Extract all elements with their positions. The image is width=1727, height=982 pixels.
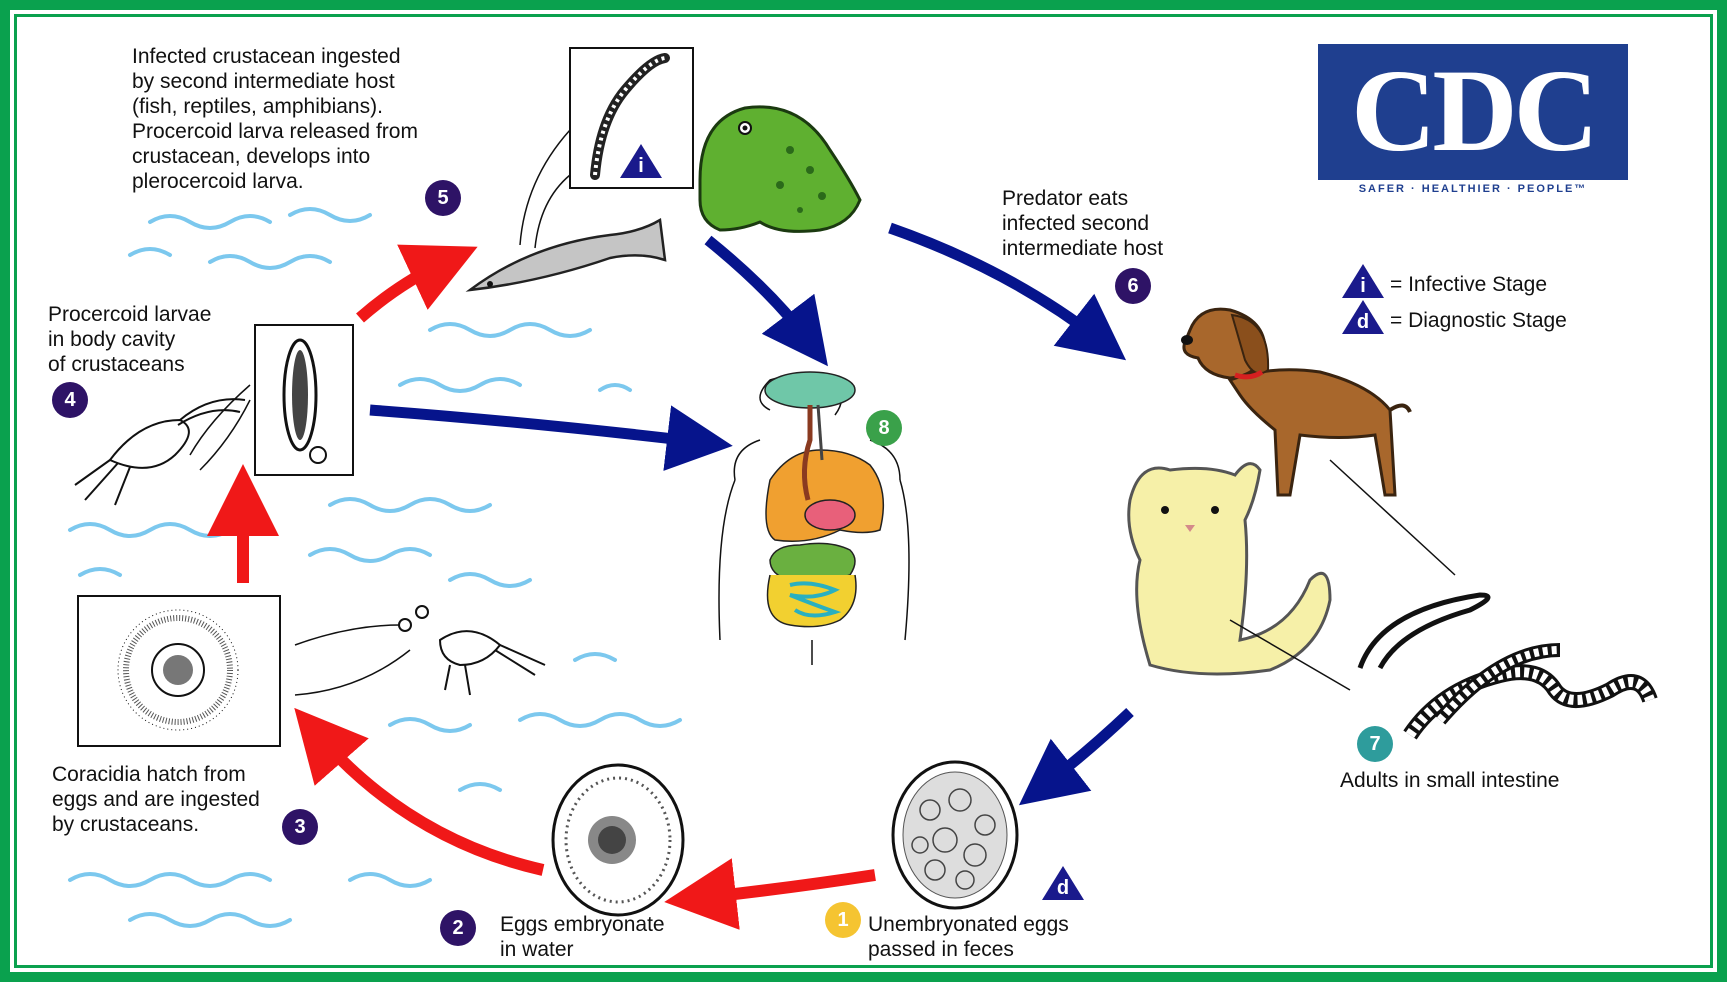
legend-infective-icon: i [1340, 262, 1386, 300]
copepod-with-coracidia [399, 606, 545, 695]
arrow-4-to-5 [360, 262, 445, 318]
step7-description: Adults in small intestine [1340, 768, 1559, 793]
arrow-7-to-1 [1045, 712, 1130, 785]
step-badge-1: 1 [825, 902, 861, 938]
procercoid-larva-box [190, 325, 353, 475]
arrow-2-to-3 [318, 735, 543, 870]
legend-infective-text: = Infective Stage [1390, 272, 1547, 297]
step-badge-7: 7 [1357, 726, 1393, 762]
infective-stage-marker: i [618, 142, 664, 180]
legend-diagnostic-icon: d [1340, 298, 1386, 336]
cat [1129, 464, 1350, 690]
coracidium-box [78, 596, 410, 746]
step6-description: Predator eats infected second intermedia… [1002, 186, 1163, 261]
cdc-logo: CDC SAFER · HEALTHIER · PEOPLE™ [1318, 44, 1628, 198]
diagnostic-stage-marker: d [1040, 864, 1086, 902]
step-badge-6: 6 [1115, 268, 1151, 304]
step4-description: Procercoid larvae in body cavity of crus… [48, 302, 211, 377]
cdc-logo-tagline: SAFER · HEALTHIER · PEOPLE™ [1318, 180, 1628, 198]
frog [700, 107, 860, 231]
plerocercoid-larva-box [520, 48, 693, 248]
unembryonated-egg [893, 762, 1017, 908]
legend-diagnostic-text: = Diagnostic Stage [1390, 308, 1567, 333]
embryonated-egg [553, 765, 683, 915]
step-badge-2: 2 [440, 910, 476, 946]
cdc-logo-letters: CDC [1318, 46, 1628, 176]
arrow-5-to-8 [708, 240, 808, 340]
step-badge-4: 4 [52, 382, 88, 418]
step3-description: Coracidia hatch from eggs and are ingest… [52, 762, 260, 837]
arrow-4-to-8 [370, 410, 700, 442]
step5-description: Infected crustacean ingested by second i… [132, 44, 418, 194]
fish [470, 220, 665, 290]
arrow-1-to-2 [700, 875, 875, 898]
adult-tapeworm [1360, 595, 1650, 735]
step-badge-5: 5 [425, 180, 461, 216]
step-badge-8: 8 [866, 410, 902, 446]
step-badge-3: 3 [282, 809, 318, 845]
step2-description: Eggs embryonate in water [500, 912, 665, 962]
step1-description: Unembryonated eggs passed in feces [868, 912, 1069, 962]
